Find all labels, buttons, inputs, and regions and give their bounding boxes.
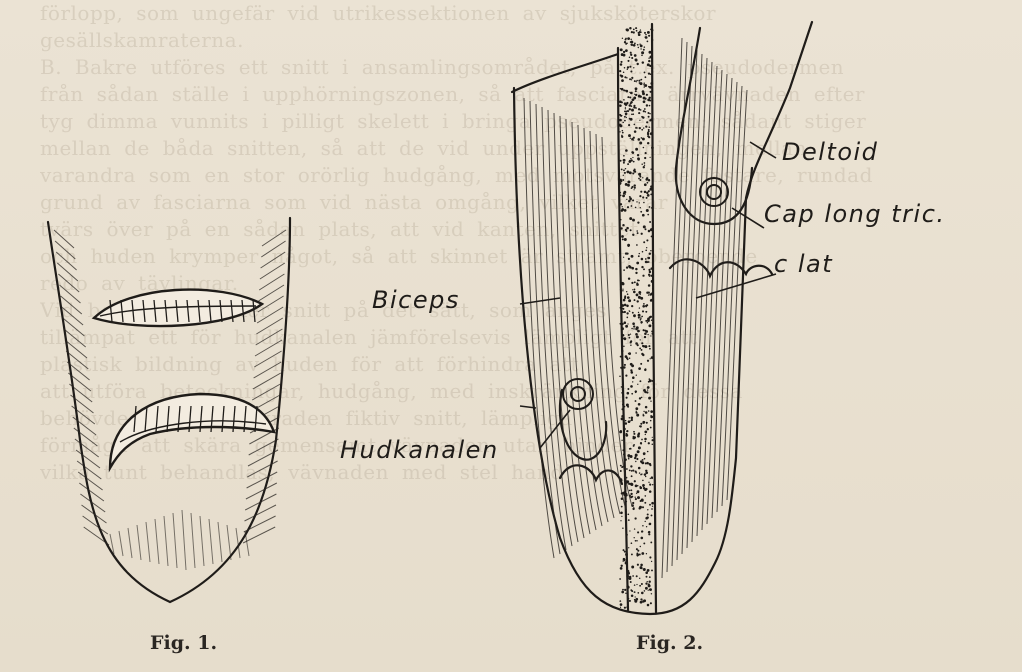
label-hudkanalen: Hudkanalen [340,436,499,464]
figure-1-caption: Fig. 1. [150,632,217,654]
figure-2-caption: Fig. 2. [636,632,703,654]
label-c-lat: c lat [774,250,833,278]
figure-2-drawing [500,18,830,628]
figure-1-drawing [40,210,310,620]
label-cap-long-tric: Cap long tric. [764,200,946,228]
label-deltoid: Deltoid [782,138,878,166]
label-biceps: Biceps [372,286,460,314]
